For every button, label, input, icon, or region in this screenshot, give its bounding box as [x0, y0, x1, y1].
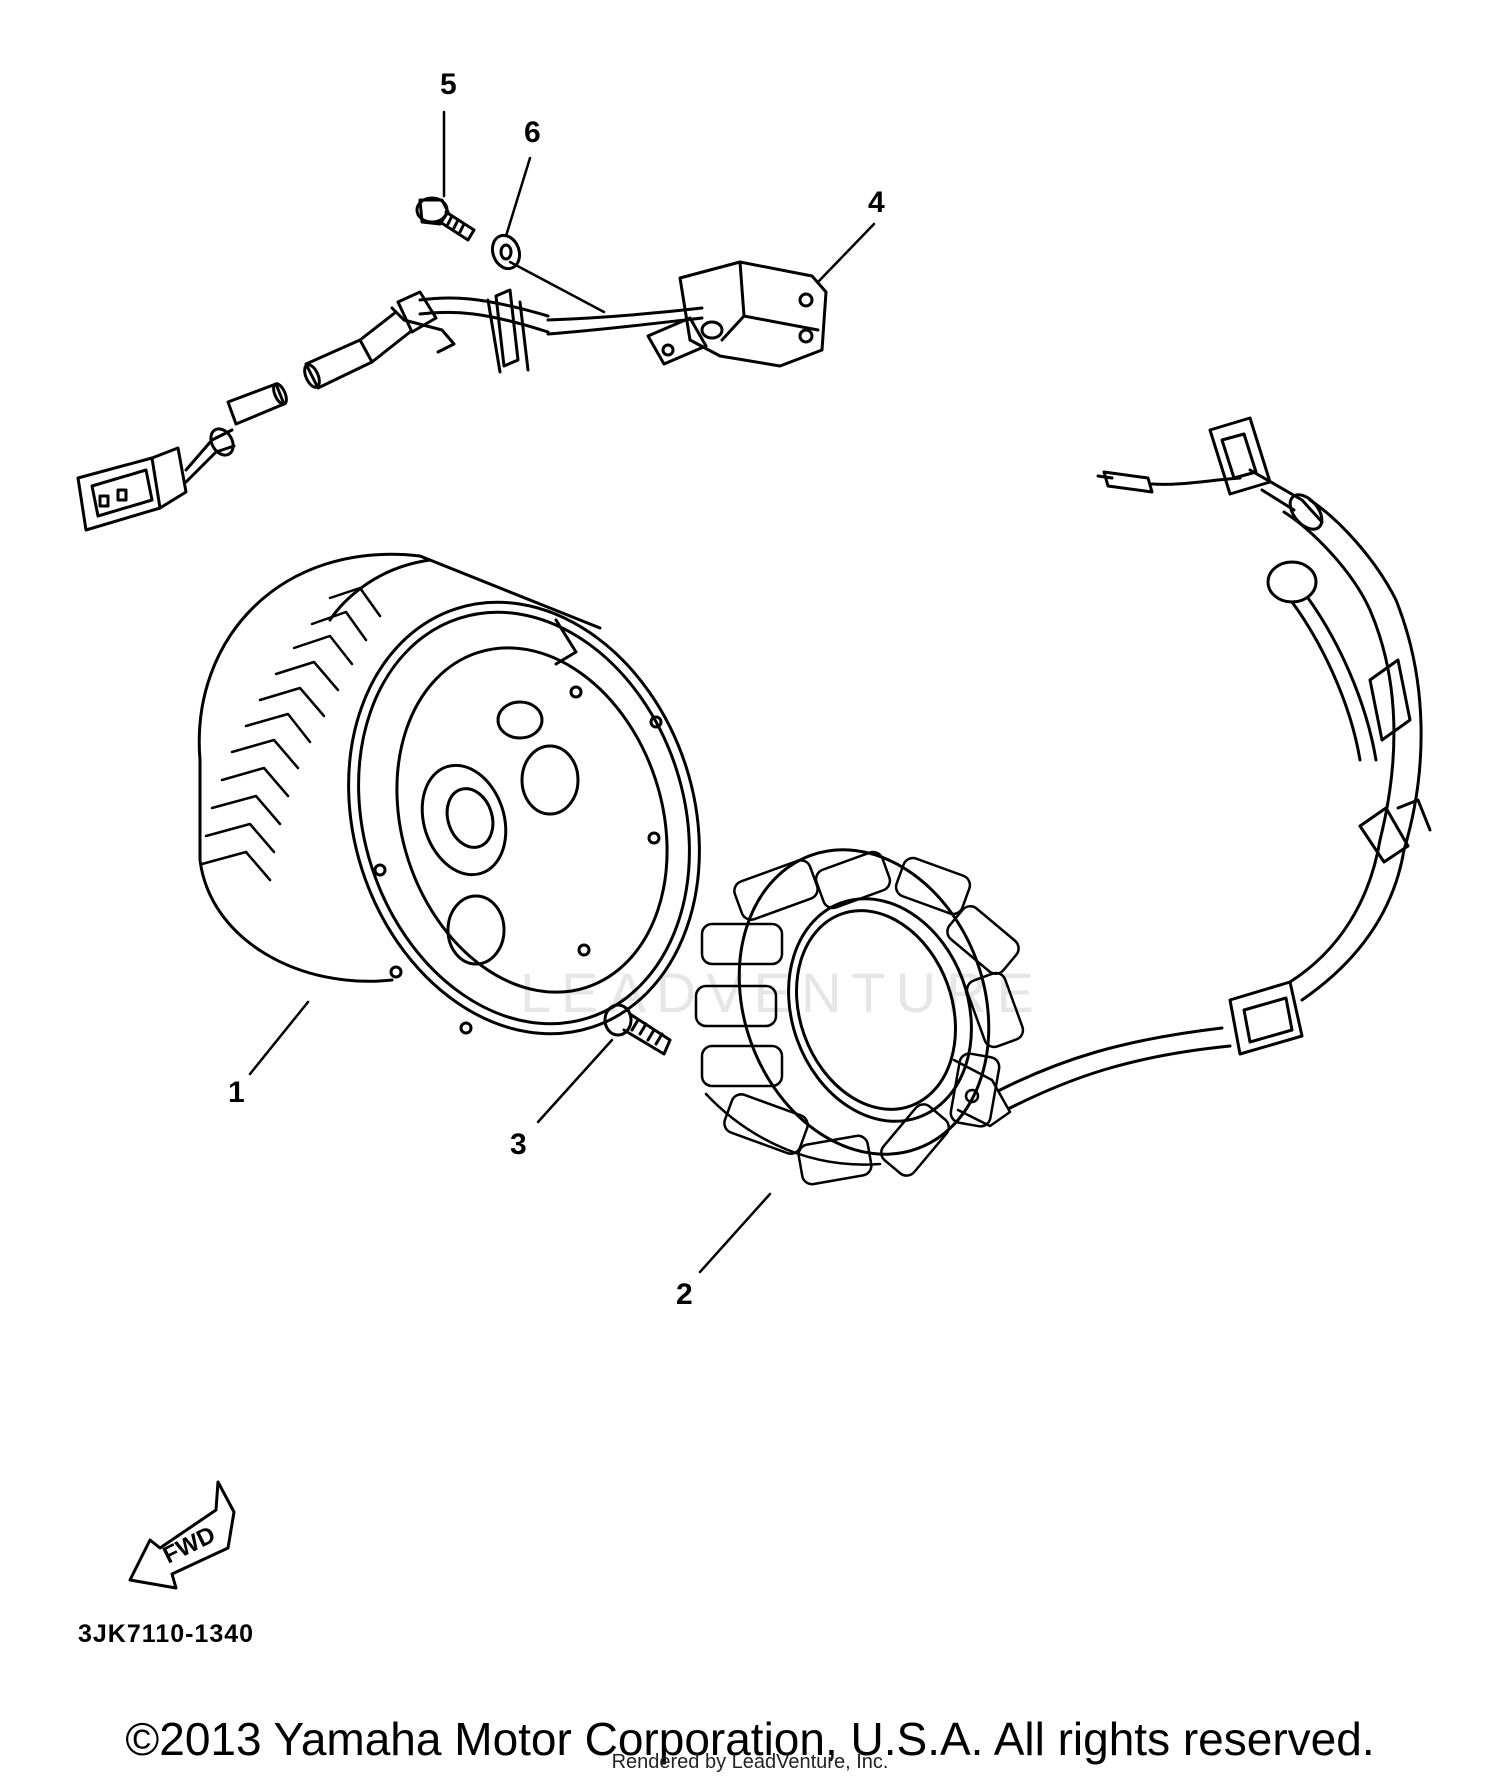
- pickup-coil-part-4: [646, 260, 828, 368]
- wire-clamps: [390, 288, 550, 374]
- harness-tubes: [226, 310, 412, 426]
- leader-lines: [248, 110, 876, 1274]
- rotor-fins: [200, 586, 382, 882]
- bolt-part-5: [415, 196, 476, 242]
- coupler-small: [76, 427, 236, 532]
- callout-2: 2: [676, 1278, 693, 1311]
- callout-4: 4: [868, 186, 885, 219]
- forward-arrow-icon: FWD: [128, 1480, 236, 1590]
- copyright-notice: ©2013 Yamaha Motor Corporation, U.S.A. A…: [125, 1713, 1375, 1765]
- grommet-part-6: [490, 233, 522, 271]
- callout-5: 5: [440, 68, 457, 101]
- screw-part-3: [603, 1003, 672, 1056]
- stator-wire-harness: [998, 416, 1432, 1110]
- callout-3: 3: [510, 1128, 527, 1161]
- diagram-part-code: 3JK7110-1340: [78, 1620, 255, 1648]
- callout-6: 6: [524, 116, 541, 149]
- pickup-coil-lead-wire: [508, 260, 704, 336]
- stator-poles: [694, 850, 1025, 1186]
- callout-1: 1: [228, 1076, 245, 1109]
- rendered-by-credit: Rendered by LeadVenture, Inc.: [611, 1751, 889, 1773]
- stator-part-2: [737, 848, 991, 1156]
- rotor-part-1: [197, 552, 701, 1036]
